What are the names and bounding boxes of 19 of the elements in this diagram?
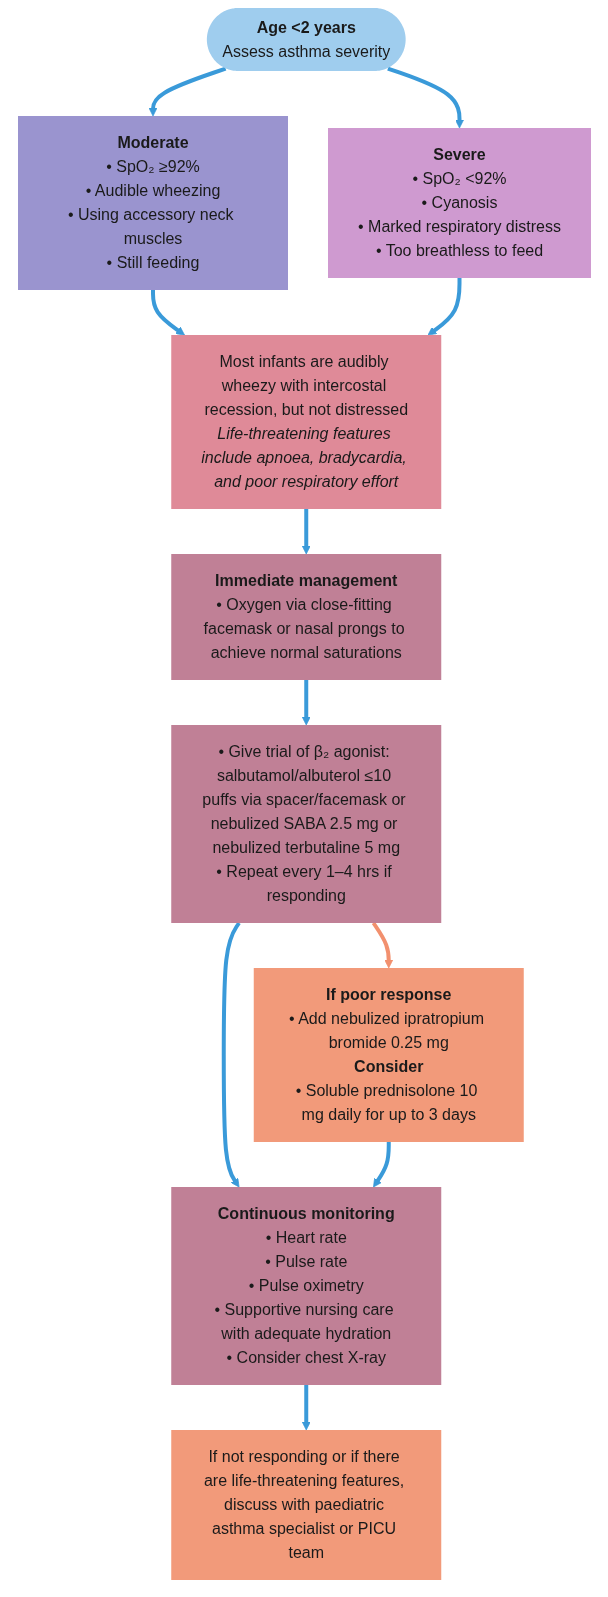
arrow xyxy=(150,290,185,336)
arrow xyxy=(371,921,393,969)
arrow xyxy=(301,509,311,555)
node-box: • Give trial of β₂ agonist: salbutamol/albuterol ≤10 puffs via spacer/facemask or nebulized SABA 2.5 mg or nebulized terbutaline 5 mg • Repeat every 1–4 hrs if responding xyxy=(170,725,441,923)
node-box: If not responding or if there are life-threatening features, discuss with paediatric asthma specialist or PICU team xyxy=(170,1430,441,1580)
arrow xyxy=(301,1385,311,1431)
arrow xyxy=(221,921,241,1188)
node-box: Severe • SpO₂ <92% • Cyanosis • Marked respiratory distress • Too breathless to feed xyxy=(327,128,591,278)
arrow xyxy=(427,278,461,336)
node-box: Age <2 years Assess asthma severity xyxy=(206,8,406,71)
node-box: If poor response • Add nebulized ipratropium bromide 0.25 mg Consider • Soluble prednisolone 10 mg daily for up to 3 days xyxy=(253,968,524,1142)
node-box: Continuous monitoring • Heart rate • Pulse rate • Pulse oximetry • Supportive nursing care with adequate hydration • Consider chest X-ray xyxy=(170,1187,441,1385)
node-box: Moderate • SpO₂ ≥92% • Audible wheezing • Using accessory neck muscles • Still feeding xyxy=(17,116,288,290)
arrow xyxy=(386,66,464,129)
arrow xyxy=(372,1142,391,1188)
arrow xyxy=(148,66,226,117)
node-box: Most infants are audibly wheezy with intercostal recession, but not distressed Life-threatening features include apnoea, bradycardia, and poor respiratory effort xyxy=(170,335,441,509)
node-box: Immediate management • Oxygen via close-fitting facemask or nasal prongs to achieve normal saturations xyxy=(170,554,441,680)
arrow xyxy=(301,680,311,726)
